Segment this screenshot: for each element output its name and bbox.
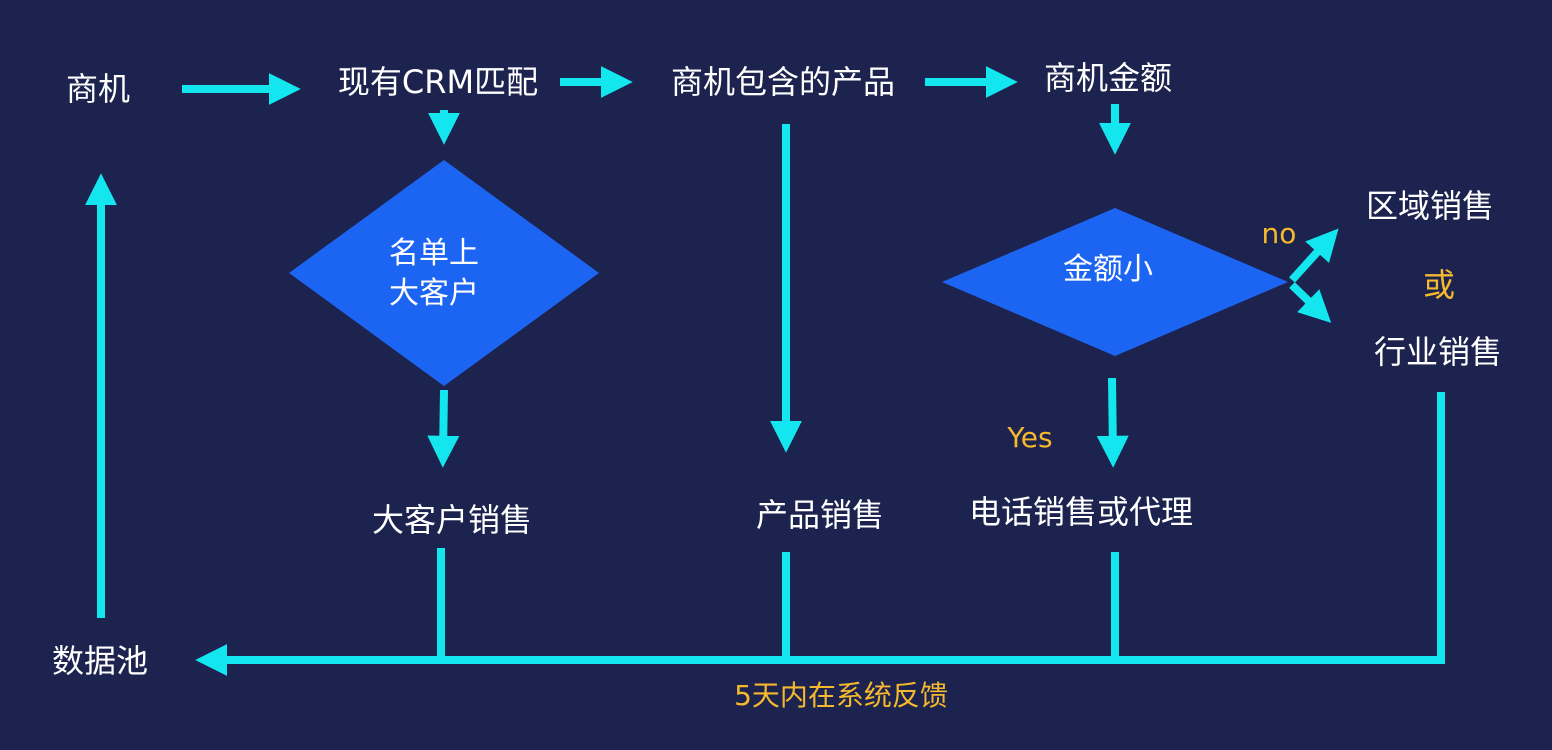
arrow-no-to-industry-sales: [1289, 282, 1332, 323]
decision-listed-key-account-line2: 大客户: [389, 276, 479, 311]
feedback-label: 5天内在系统反馈: [734, 679, 948, 712]
arrow-no-to-regional-sales: [1289, 228, 1339, 283]
node-phone-sales-or-agent: 电话销售或代理: [968, 493, 1194, 531]
node-crm-match: 现有CRM匹配: [337, 63, 539, 101]
node-industry-sales: 行业销售: [1373, 333, 1503, 371]
branch-label-yes: Yes: [1007, 421, 1053, 454]
arrow-decision-yes-to-phone-sales: [1096, 377, 1129, 468]
decision-listed-key-account-line1: 名单上: [389, 236, 479, 271]
decision-small-amount: [942, 208, 1288, 356]
arrow-decision-to-key-account-sales: [427, 389, 460, 468]
decision-listed-key-account: [289, 160, 599, 386]
decision-listed-key-account-label: 名单上 大客户: [389, 234, 479, 314]
node-opportunity-products: 商机包含的产品: [670, 63, 896, 101]
node-opportunity: 商机: [65, 70, 131, 108]
branch-label-or: 或: [1422, 266, 1456, 304]
node-data-pool: 数据池: [51, 642, 149, 680]
node-product-sales: 产品销售: [755, 496, 885, 534]
node-key-account-sales: 大客户销售: [371, 501, 533, 539]
branch-label-no: no: [1261, 217, 1297, 250]
decision-small-amount-label: 金额小: [1063, 252, 1153, 287]
node-regional-sales: 区域销售: [1365, 187, 1495, 225]
node-opportunity-amount: 商机金额: [1043, 59, 1173, 97]
